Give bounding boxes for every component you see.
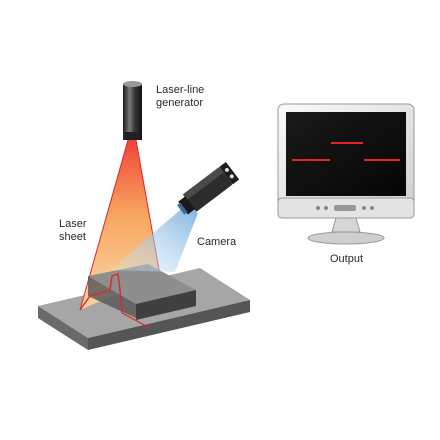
camera-icon <box>177 161 240 215</box>
monitor-screen <box>286 112 406 196</box>
monitor-icon <box>277 103 415 245</box>
workpiece-block-icon <box>79 264 196 329</box>
laser-sheet-label: Laser sheet <box>59 218 87 243</box>
camera-label: Camera <box>197 236 237 248</box>
output-label: Output <box>330 253 364 265</box>
camera-beam <box>110 205 198 272</box>
laser-line-generator-label: Laser-line generator <box>156 84 205 109</box>
laser-line-generator-icon <box>123 81 142 140</box>
